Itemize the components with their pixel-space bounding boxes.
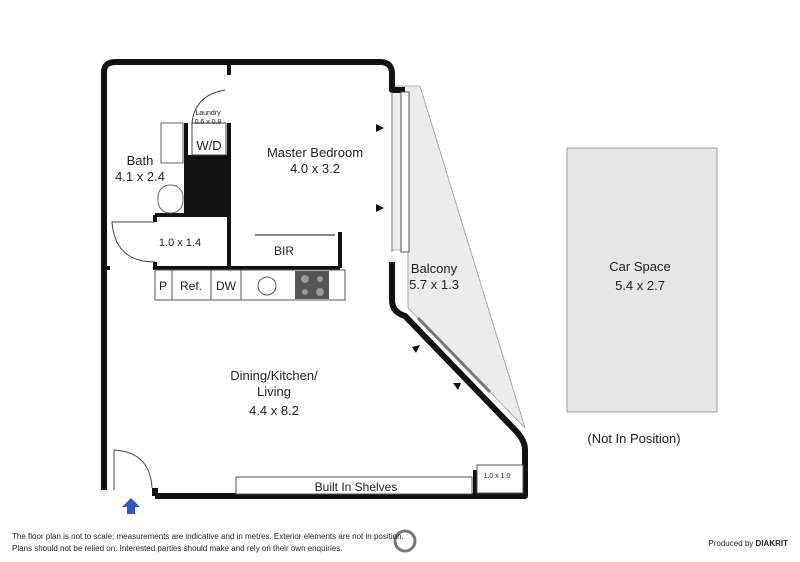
master-bedroom-size: 4.0 x 3.2 [290, 161, 340, 176]
balcony-area [391, 85, 526, 429]
car-space-note: (Not In Position) [587, 431, 680, 446]
wd-label: W/D [196, 138, 221, 153]
disclaimer-line-1: The floor plan is not to scale; measurem… [12, 532, 404, 541]
disclaimer: The floor plan is not to scale; measurem… [12, 531, 404, 555]
fridge-label: Ref. [180, 279, 202, 293]
window-arrow-icons [376, 124, 461, 390]
store-size: 1.0 x 1.0 [484, 473, 511, 480]
disclaimer-line-2: Plans should not be relied on. Intereste… [12, 544, 343, 553]
dining-label-2: Living [257, 384, 291, 399]
bir-label: BIR [274, 244, 294, 258]
car-space-size: 5.4 x 2.7 [615, 278, 665, 293]
car-space-label: Car Space [609, 259, 670, 274]
credit-prefix: Produced by [708, 539, 754, 548]
balcony-label: Balcony [411, 261, 458, 276]
walls [101, 59, 528, 499]
dining-label-1: Dining/Kitchen/ [230, 368, 318, 383]
laundry-label: Laundry [195, 110, 221, 117]
master-bedroom-label: Master Bedroom [267, 145, 363, 160]
pantry-label: P [159, 279, 167, 293]
badge-logo [393, 529, 417, 553]
bath-size: 4.1 x 2.4 [115, 169, 165, 184]
dining-size: 4.4 x 8.2 [249, 403, 299, 418]
balcony-size: 5.7 x 1.3 [409, 277, 459, 292]
ensuite-size: 1.0 x 1.4 [159, 237, 201, 249]
bath-label: Bath [127, 153, 154, 168]
laundry-size: 0.6 x 0.8 [195, 119, 222, 126]
credit: Produced by DIAKRIT [708, 539, 788, 548]
entry-arrow-icon [122, 498, 140, 514]
shelves-label: Built In Shelves [315, 480, 398, 494]
credit-brand: DIAKRIT [755, 539, 788, 548]
car-space-area [566, 147, 718, 413]
dishwasher-label: DW [216, 279, 237, 293]
